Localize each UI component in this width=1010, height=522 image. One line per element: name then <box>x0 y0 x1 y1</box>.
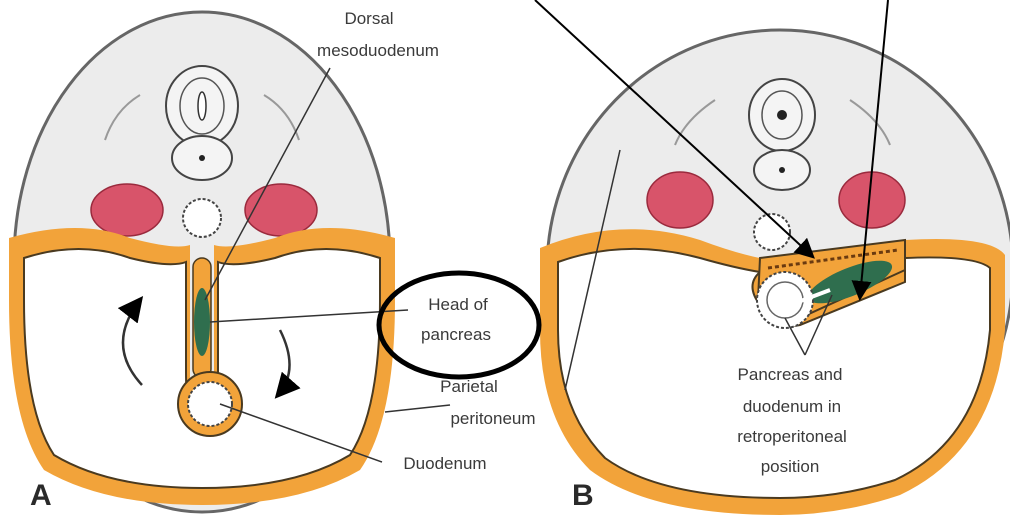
label-peritoneum: peritoneum <box>450 409 535 428</box>
panel-b-left-kidney <box>647 172 713 228</box>
label-retro-line2: duodenum in <box>743 397 841 416</box>
panel-a-left-kidney <box>91 184 163 236</box>
label-head-of: Head of <box>428 295 488 314</box>
label-retro-line4: position <box>761 457 820 476</box>
label-retro-line1: Pancreas and <box>738 365 843 384</box>
panel-a-head-of-pancreas <box>194 288 210 356</box>
label-duodenum: Duodenum <box>403 454 486 473</box>
label-retro-line3: retroperitoneal <box>737 427 847 446</box>
panel-a-aorta <box>183 199 221 237</box>
panel-a-right-kidney <box>245 184 317 236</box>
panel-b-right-kidney <box>839 172 905 228</box>
panel-a: A <box>9 12 450 512</box>
panel-b-letter: B <box>572 479 594 512</box>
panel-a-letter: A <box>30 479 52 512</box>
label-pancreas: pancreas <box>421 325 491 344</box>
label-parietal: Parietal <box>440 377 498 396</box>
label-mesoduodenum: mesoduodenum <box>317 41 439 60</box>
label-dorsal: Dorsal <box>344 9 393 28</box>
